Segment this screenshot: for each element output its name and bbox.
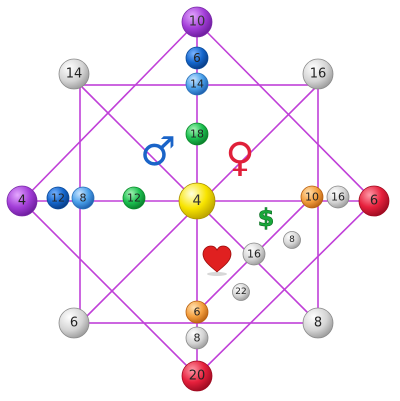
- node-label: 8: [80, 192, 87, 205]
- node-label: 4: [18, 194, 26, 209]
- node-label: 4: [193, 193, 202, 209]
- node-top: 10: [181, 6, 213, 38]
- node-bottom: 20: [181, 360, 213, 392]
- node-right: 6: [358, 185, 390, 217]
- node-right-inner-2: 16: [326, 185, 350, 209]
- node-top-inner-2: 14: [185, 72, 209, 96]
- node-left: 4: [6, 185, 38, 217]
- node-right-inner-1: 10: [300, 185, 324, 209]
- node-label: 10: [305, 191, 319, 204]
- node-label: 16: [310, 67, 327, 82]
- node-diag-small-2: 22: [232, 283, 250, 301]
- male-symbol-icon: ♂: [140, 129, 176, 175]
- node-label: 8: [314, 316, 322, 331]
- node-corner-bottom-left: 6: [58, 307, 90, 339]
- node-label: 22: [235, 287, 246, 297]
- node-label: 20: [189, 369, 206, 384]
- node-label: 6: [193, 51, 201, 65]
- node-label: 18: [190, 128, 204, 141]
- node-label: 14: [190, 78, 204, 91]
- heart-shadow: [207, 272, 227, 276]
- node-top-inner-1: 6: [185, 46, 209, 70]
- node-bottom-inner-1: 6: [185, 300, 209, 324]
- node-label: 6: [70, 316, 78, 331]
- node-corner-bottom-right: 8: [302, 307, 334, 339]
- node-left-inner-1: 12: [46, 186, 70, 210]
- node-corner-top-right: 16: [302, 58, 334, 90]
- node-label: 10: [189, 15, 206, 30]
- node-upper-middle: 18: [185, 122, 209, 146]
- node-label: 6: [370, 194, 378, 209]
- node-center: 4: [178, 182, 216, 220]
- dollar-icon: $: [258, 204, 275, 232]
- node-label: 8: [289, 235, 295, 245]
- node-diag-1: 16: [242, 242, 266, 266]
- node-label: 14: [66, 67, 83, 82]
- node-label: 8: [194, 332, 201, 345]
- female-symbol-icon: ♀: [225, 135, 254, 181]
- node-left-middle: 12: [122, 186, 146, 210]
- node-label: 6: [194, 306, 201, 319]
- node-label: 16: [331, 191, 345, 204]
- node-diag-small-1: 8: [283, 231, 301, 249]
- heart-icon: [202, 245, 232, 273]
- node-label: 16: [247, 248, 261, 261]
- node-bottom-inner-2: 8: [185, 326, 209, 350]
- node-label: 12: [127, 192, 141, 205]
- node-label: 12: [51, 192, 65, 205]
- node-left-inner-2: 8: [71, 186, 95, 210]
- node-corner-top-left: 14: [58, 58, 90, 90]
